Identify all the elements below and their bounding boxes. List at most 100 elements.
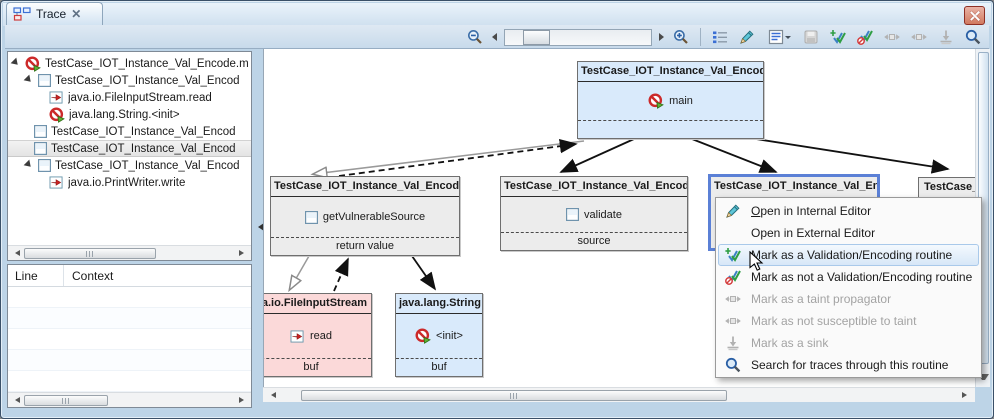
column-header-line[interactable]: Line [8,265,64,286]
menu-item-label: Open in Internal Editor [751,204,872,218]
expander-icon[interactable] [23,159,37,172]
pencil-icon [725,203,741,219]
zoom-slider-right-arrow[interactable] [659,33,664,41]
zoom-in-button[interactable] [671,27,691,47]
sink-button-disabled [936,27,956,47]
menu-item-search-traces[interactable]: Search for traces through this routine [718,354,979,376]
menu-item-open-internal-editor[interactable]: Open in Internal Editor [718,200,979,222]
scrollbar-thumb[interactable] [24,248,156,259]
menu-item-open-external-editor[interactable]: Open in External Editor [718,222,979,244]
scroll-left-icon[interactable] [12,250,20,256]
node-member: getVulnerableSource [322,211,426,223]
outline-list-button[interactable] [710,27,730,47]
zoom-out-button[interactable] [465,27,485,47]
table-header: Line Context [8,265,251,287]
tree-item-label: TestCase_IOT_Instance_Val_Encod [55,159,240,172]
scroll-right-icon[interactable] [962,392,970,398]
diagram-node-getvulnerablesource[interactable]: TestCase_IOT_Instance_Val_Encode getVuln… [270,176,460,256]
line-context-table: Line Context [7,264,252,408]
tree-item[interactable]: TestCase_IOT_Instance_Val_Encod [8,123,251,140]
scrollbar-thumb[interactable] [301,390,727,401]
not-susceptible-icon [725,313,741,329]
checkbox-icon[interactable] [566,208,579,221]
return-edge [314,140,585,174]
window-close-button[interactable] [964,6,985,25]
dataflow-edge [333,257,349,292]
node-footer [578,121,763,138]
tree-item-label: java.io.PrintWriter.write [68,176,186,189]
trace-tree: TestCase_IOT_Instance_Val_Encode.m TestC… [7,51,252,261]
menu-item-mark-validation[interactable]: Mark as a Validation/Encoding routine [718,244,979,266]
canvas-horizontal-scrollbar[interactable] [263,387,975,402]
menu-item-mark-not-validation[interactable]: Mark as not a Validation/Encoding routin… [718,266,979,288]
tree-item-selected[interactable]: TestCase_IOT_Instance_Val_Encod [8,140,251,157]
mark-validation-icon [725,247,741,263]
table-row [8,329,251,350]
mark-validation-button[interactable] [828,27,848,47]
checkbox-icon[interactable] [38,159,51,172]
scroll-left-icon[interactable] [12,397,20,403]
view-toolbar [465,26,983,48]
search-button[interactable] [963,27,983,47]
tree-item[interactable]: java.io.FileInputStream.read [8,89,251,106]
tab-label: Trace [36,7,67,21]
checkbox-icon[interactable] [34,125,47,138]
checkbox-icon[interactable] [34,142,47,155]
node-member: <init> [436,330,463,342]
tree-item-label: TestCase_IOT_Instance_Val_Encode.m [45,57,249,70]
tree-item[interactable]: TestCase_IOT_Instance_Val_Encod [8,72,251,89]
scroll-down-icon[interactable] [978,374,989,384]
tree-item-label: java.io.FileInputStream.read [68,91,212,104]
node-title: TestCase_I [919,178,975,198]
column-header-context[interactable]: Context [72,268,114,283]
tree-item[interactable]: java.io.PrintWriter.write [8,174,251,191]
node-member: validate [584,208,622,221]
edit-pencil-button[interactable] [737,27,757,47]
diagram-node-main[interactable]: TestCase_IOT_Instance_Val_Encode main [577,61,764,139]
expander-icon[interactable] [10,57,24,70]
tree-item[interactable]: java.lang.String.<init> [8,106,251,123]
node-title: TestCase_IOT_Instance_Val_Encode [578,62,763,82]
diagram-node-string-init[interactable]: java.lang.String <init> buf [395,293,483,377]
call-edge [755,138,950,174]
red-arrow-icon [49,91,64,104]
diagram-node-fileinputstream[interactable]: a.io.FileInputStream read buf [264,293,372,377]
tree-horizontal-scrollbar[interactable] [8,245,251,260]
vulnerability-icon [49,107,65,123]
tab-trace[interactable]: Trace ✕ [6,2,103,25]
node-title: a.io.FileInputStream [264,294,371,314]
expander-icon[interactable] [23,74,37,87]
snapshot-button-disabled [801,27,821,47]
checkbox-icon[interactable] [305,211,318,224]
mark-not-validation-button[interactable] [855,27,875,47]
zoom-slider-thumb[interactable] [523,29,550,45]
scrollbar-thumb[interactable] [24,395,108,406]
zoom-slider-left-arrow[interactable] [492,33,497,41]
zoom-slider[interactable] [504,28,652,46]
tree-item[interactable]: TestCase_IOT_Instance_Val_Encode.m [8,55,251,72]
scroll-right-icon[interactable] [239,250,247,256]
menu-item-label: Open in External Editor [751,226,876,240]
taint-propagator-button-disabled [882,27,902,47]
table-row [8,371,251,392]
call-arrows [264,138,950,387]
scroll-right-icon[interactable] [239,397,247,403]
tree-item-label: java.lang.String.<init> [69,108,180,121]
menu-item-label: Mark as a sink [751,336,829,350]
tab-close-icon[interactable]: ✕ [71,7,82,21]
sash-collapse-arrow[interactable] [254,223,264,231]
node-title: java.lang.String [396,294,482,314]
table-horizontal-scrollbar[interactable] [8,392,251,407]
tree-item[interactable]: TestCase_IOT_Instance_Val_Encod [8,157,251,174]
chevron-down-icon [784,36,791,42]
menu-item-mark-not-susceptible: Mark as not susceptible to taint [718,310,979,332]
checkbox-icon[interactable] [38,74,51,87]
scroll-left-icon[interactable] [268,392,276,398]
close-icon [970,11,979,20]
report-menu-button[interactable] [764,27,794,47]
diagram-node-validate[interactable]: TestCase_IOT_Instance_Val_Encode validat… [500,176,688,251]
window-titlebar [3,3,991,26]
dataflow-edge [338,139,578,177]
sink-icon [725,335,741,351]
